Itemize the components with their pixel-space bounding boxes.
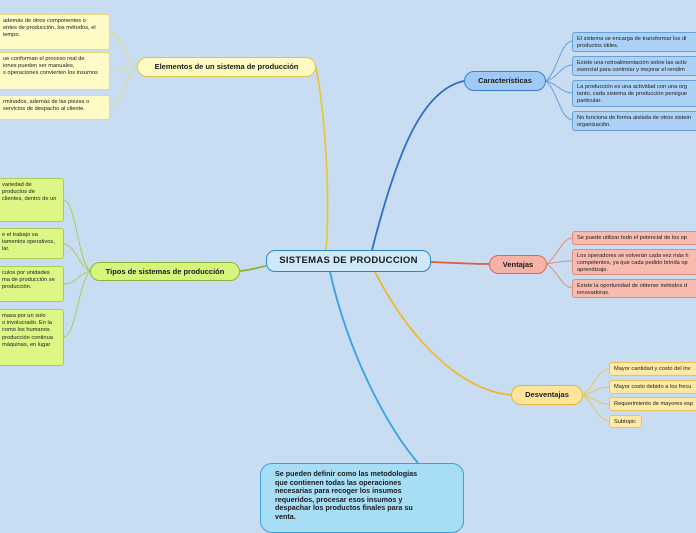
topic-elementos[interactable]: Elementos de un sistema de producción — [137, 57, 316, 77]
definition-note[interactable]: Se pueden definir como las metodologías … — [260, 463, 464, 533]
tipos-item-1[interactable]: variedad de productos de clientes, dentr… — [0, 178, 64, 222]
edge-car-1 — [545, 40, 573, 82]
ventajas-item-1[interactable]: Se puede utilizar todo el potencial de l… — [572, 231, 696, 245]
connector-lines — [63, 31, 610, 464]
edge-desventajas — [374, 271, 512, 396]
topic-tipos[interactable]: Tipos de sistemas de producción — [90, 262, 240, 281]
caracteristicas-item-4[interactable]: No funciona de forma aislada de otros si… — [572, 111, 696, 131]
edge-ven-1 — [546, 237, 573, 265]
topic-caracteristicas[interactable]: Características — [464, 71, 546, 91]
edge-elementos — [315, 66, 329, 251]
edge-ven-3 — [546, 263, 573, 289]
edge-tipos-3 — [63, 270, 91, 285]
tipos-item-4[interactable]: masa por un solo o involucrado. En la co… — [0, 309, 64, 366]
caracteristicas-item-1[interactable]: El sistema se encarga de transformar los… — [572, 32, 696, 52]
central-topic[interactable]: SISTEMAS DE PRODUCCION — [266, 250, 431, 272]
desventajas-item-2[interactable]: Mayor costo debido a los frecu — [609, 380, 696, 394]
edge-tipos-2 — [63, 243, 91, 272]
edge-tipos-4 — [63, 270, 91, 338]
edge-car-4 — [545, 80, 573, 121]
edge-elementos-1 — [109, 31, 138, 68]
edge-car-2 — [545, 64, 573, 82]
tipos-item-3[interactable]: culos por unidades ma de producción se p… — [0, 266, 64, 302]
topic-ventajas[interactable]: Ventajas — [489, 255, 547, 274]
edge-des-2 — [582, 386, 610, 396]
topic-desventajas[interactable]: Desventajas — [511, 385, 583, 405]
edge-des-1 — [582, 368, 610, 396]
edge-car-3 — [545, 80, 573, 94]
caracteristicas-item-3[interactable]: La producción es una actividad con una o… — [572, 80, 696, 107]
tipos-item-2[interactable]: e el trabajo va tamentos operativos, lar… — [0, 228, 64, 259]
edge-elementos-2 — [109, 66, 138, 71]
edge-caracteristicas — [371, 80, 465, 251]
ventajas-item-3[interactable]: Existe la oportunidad de obtener métodos… — [572, 279, 696, 298]
desventajas-item-4[interactable]: Subtopic — [609, 415, 642, 428]
edge-note — [329, 271, 419, 464]
desventajas-item-3[interactable]: Requerimiento de mayores esp — [609, 397, 696, 411]
desventajas-item-1[interactable]: Mayor cantidad y costo del inv — [609, 362, 696, 376]
edge-ventajas — [430, 261, 490, 265]
edge-des-4 — [582, 394, 610, 422]
caracteristicas-item-2[interactable]: Existe una retroalimentación sobre las a… — [572, 56, 696, 76]
elementos-item-1[interactable]: además de otros componentes o entes de p… — [0, 14, 110, 50]
edge-tipos — [239, 265, 267, 272]
elementos-item-2[interactable]: ue conforman el proceso real de iones pu… — [0, 52, 110, 90]
elementos-item-3[interactable]: rminados, además de las piezas o servici… — [0, 95, 110, 120]
edge-des-3 — [582, 394, 610, 405]
ventajas-item-2[interactable]: Los operadores se volverán cada vez más … — [572, 249, 696, 275]
edge-ven-2 — [546, 260, 573, 265]
edge-tipos-1 — [63, 199, 91, 272]
edge-elementos-3 — [109, 66, 138, 109]
